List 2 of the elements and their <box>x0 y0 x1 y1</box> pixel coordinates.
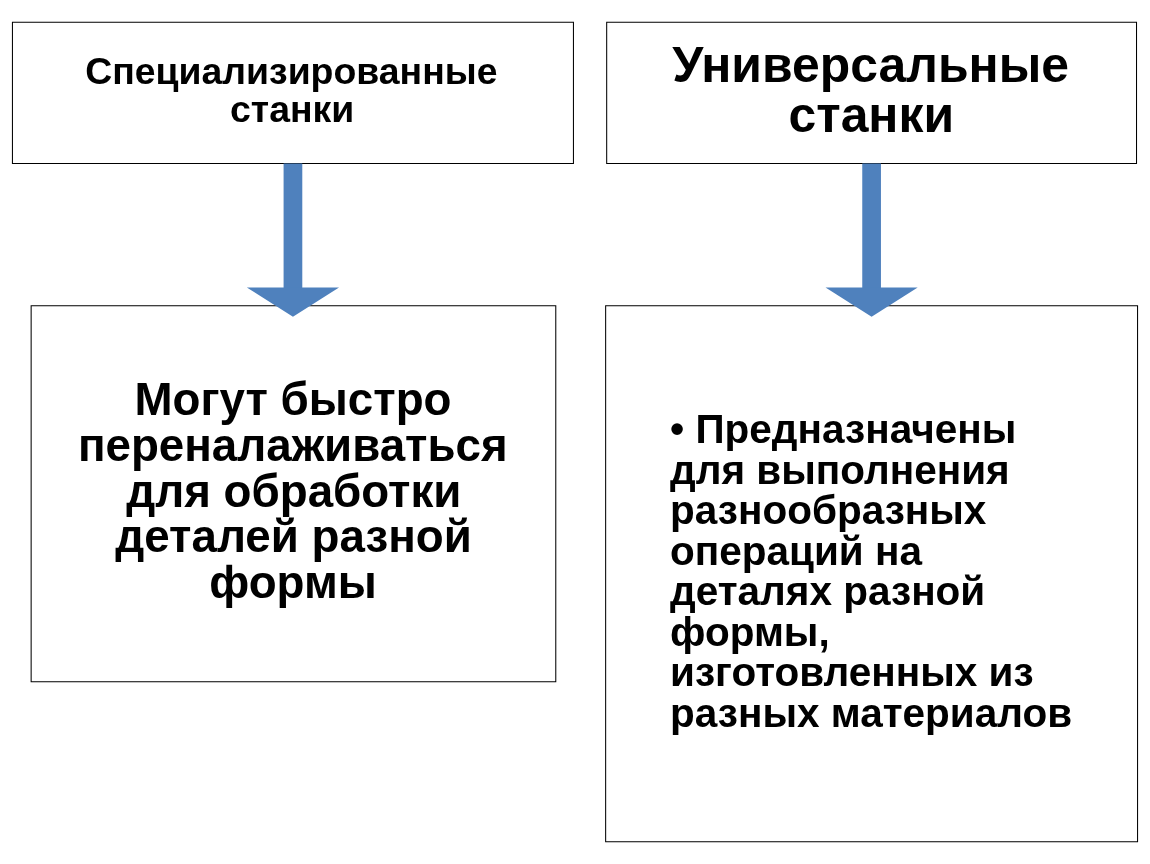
arrow <box>246 163 340 317</box>
arrow <box>825 163 918 317</box>
